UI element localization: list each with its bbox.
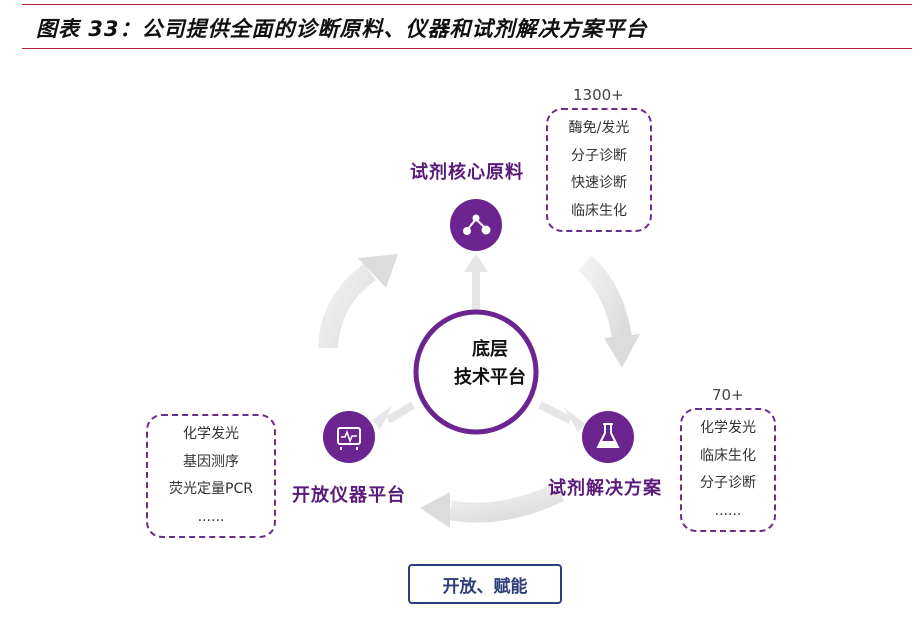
header-bottom-rule — [22, 48, 912, 49]
instruments-box: 化学发光 基因测序 荧光定量PCR ...... — [146, 414, 276, 538]
figure-header: 图表 33：公司提供全面的诊断原料、仪器和试剂解决方案平台 — [0, 0, 924, 52]
cycle-arrow-top-right — [578, 255, 640, 368]
list-item: 分子诊断 — [571, 147, 627, 164]
list-item: 临床生化 — [700, 447, 756, 464]
instrument-icon — [323, 411, 375, 463]
cycle-diagram — [318, 199, 640, 528]
figure-title: 图表 33：公司提供全面的诊断原料、仪器和试剂解决方案平台 — [36, 17, 648, 41]
raw-materials-count: 1300+ — [573, 86, 624, 104]
inner-arrow-up — [464, 254, 488, 310]
list-item: 荧光定量PCR — [169, 481, 253, 497]
list-item: 快速诊断 — [571, 175, 627, 191]
flask-icon — [582, 411, 634, 463]
list-item: 化学发光 — [183, 426, 239, 442]
inner-arrow-left — [372, 401, 416, 430]
solutions-label: 试剂解决方案 — [548, 478, 662, 499]
list-item: 酶免/发光 — [568, 120, 630, 136]
list-item: 化学发光 — [700, 420, 756, 436]
inner-arrow-right — [538, 401, 586, 432]
header-top-rule — [22, 4, 912, 5]
solutions-count: 70+ — [712, 386, 744, 404]
list-item: ...... — [197, 508, 225, 525]
raw-materials-label: 试剂核心原料 — [410, 162, 524, 183]
list-item: ...... — [714, 502, 742, 519]
cycle-arrow-bottom — [420, 482, 565, 528]
list-item: 基因测序 — [183, 453, 239, 470]
solutions-box: 化学发光 临床生化 分子诊断 ...... — [680, 408, 776, 532]
center-line-1: 底层 — [472, 339, 508, 360]
instruments-label: 开放仪器平台 — [292, 485, 406, 506]
cycle-arrow-left — [318, 254, 398, 349]
center-platform-circle — [413, 309, 539, 435]
center-line-2: 技术平台 — [454, 367, 526, 388]
list-item: 分子诊断 — [700, 475, 756, 491]
list-item: 临床生化 — [571, 202, 627, 219]
raw-materials-box: 酶免/发光 分子诊断 快速诊断 临床生化 — [546, 108, 652, 232]
molecule-icon — [450, 199, 502, 251]
center-platform-label: 底层 技术平台 — [420, 336, 560, 392]
open-empower-badge: 开放、赋能 — [408, 564, 562, 604]
